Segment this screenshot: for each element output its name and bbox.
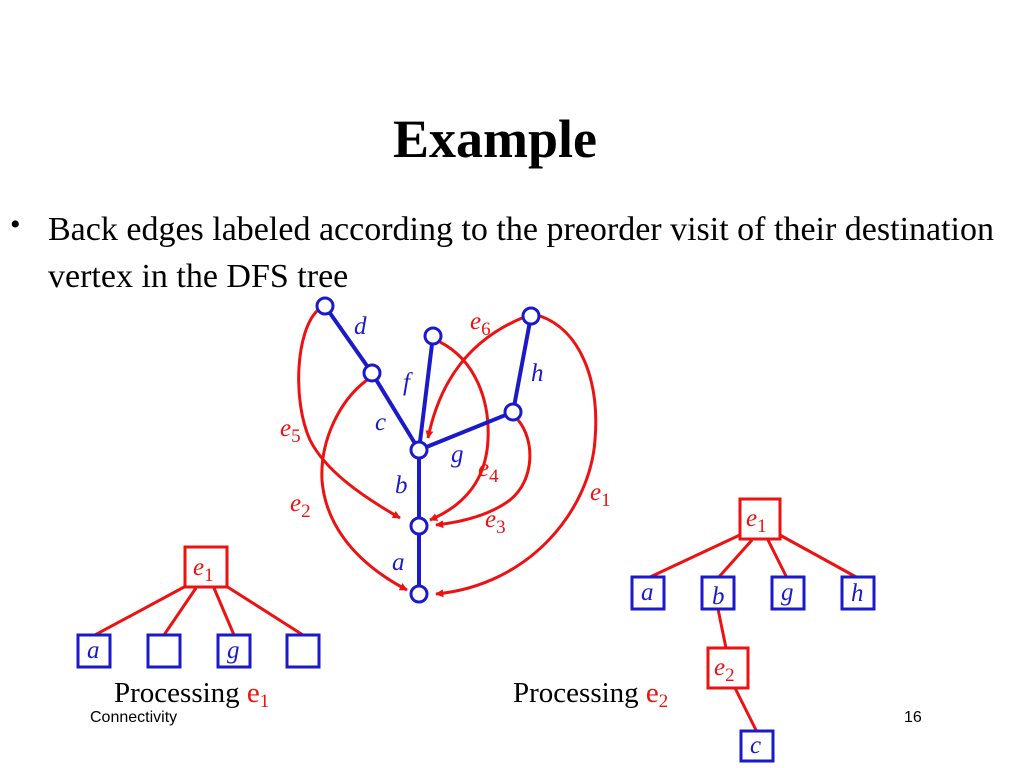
tree-edge-label-a: a <box>392 549 405 576</box>
back-edge-e5 <box>297 308 401 520</box>
back-edge-label-e1: e1 <box>590 479 611 511</box>
tree2-leaf-label: a <box>641 579 654 606</box>
vertex <box>315 296 335 316</box>
vertex <box>423 326 443 346</box>
tree1-leaf-box <box>216 633 252 669</box>
page-number: 16 <box>904 709 922 726</box>
tree1-leaf-box <box>146 633 182 669</box>
tree2-leaf-box <box>630 575 666 611</box>
tree2-leaf-box <box>840 575 876 611</box>
back-edge-e6 <box>425 316 523 439</box>
vertex <box>409 440 429 460</box>
tree-edge-g <box>417 410 515 452</box>
back-edge-e3 <box>435 419 532 529</box>
back-edge-label-e4: e4 <box>478 455 499 487</box>
tree1-leaf-box <box>285 633 321 669</box>
vertex <box>362 363 382 383</box>
back-edge-label-e2: e2 <box>290 490 311 522</box>
tree1-caption: Processing e1 <box>114 677 270 712</box>
tree2-leaf-label: h <box>851 580 864 607</box>
tree2-child-box <box>706 646 750 690</box>
tree1-leaf-label: g <box>227 637 240 664</box>
back-edge-label-e5: e5 <box>280 415 301 447</box>
vertex <box>409 516 429 536</box>
tree2-edges <box>647 532 859 733</box>
tree-edges <box>323 304 533 596</box>
tree1-leaf-label: a <box>87 637 100 664</box>
tree2-child-label: e2 <box>714 654 735 686</box>
vertex <box>521 306 541 326</box>
tree-edge-label-d: d <box>354 313 367 340</box>
tree-edge-label-h: h <box>531 360 544 387</box>
back-edge-e2 <box>320 378 408 592</box>
tree2-leaf-label: g <box>781 579 794 606</box>
tree2-leaf-box <box>700 575 736 611</box>
tree2-root-box <box>738 497 782 541</box>
back-edge-e4 <box>429 340 490 522</box>
vertex <box>409 584 429 604</box>
tree-edge-label-b: b <box>395 472 408 499</box>
bullet-text: Back edges labeled according to the preo… <box>48 211 995 295</box>
vertex <box>503 402 523 422</box>
back-edges <box>297 308 598 598</box>
tree-edge-label-c: c <box>375 409 386 436</box>
tree2-root-label: e1 <box>746 505 767 537</box>
tree2-caption: Processing e2 <box>513 677 669 712</box>
tree1-root-label: e1 <box>193 554 214 586</box>
tree-edge-h <box>511 314 533 414</box>
tree2-leaf-box <box>770 575 806 611</box>
vertices <box>315 296 541 604</box>
tree1-leaf-box <box>76 633 112 669</box>
tree-edge-d <box>323 304 374 375</box>
tree-edge-label-g: g <box>451 441 464 468</box>
footer-topic: Connectivity <box>90 709 178 726</box>
slide-title: Example <box>392 109 597 169</box>
tree-edge-f <box>417 334 435 452</box>
tree1-edges <box>94 584 304 637</box>
tree2-grandchild-label: c <box>750 732 761 759</box>
tree-edge-c <box>370 371 421 452</box>
bullet-marker: • <box>10 208 21 241</box>
back-edge-label-e6: e6 <box>470 308 491 340</box>
back-edge-label-e3: e3 <box>485 506 506 538</box>
tree2-leaf-label: b <box>712 583 725 610</box>
tree-edge-label-f: f <box>403 369 413 396</box>
back-edge-e1 <box>435 314 598 598</box>
tree1-root-box <box>183 545 229 589</box>
tree2-grandchild-box <box>739 729 775 763</box>
